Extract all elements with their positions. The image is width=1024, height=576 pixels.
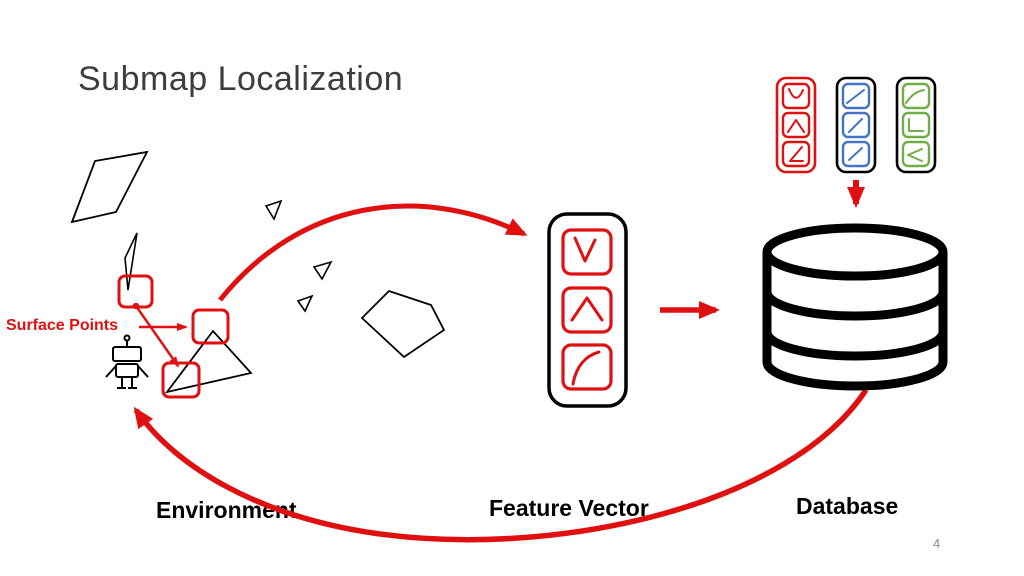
surface-point-box-1: [117, 274, 154, 309]
mini-l-icon: [908, 118, 924, 132]
database-icon: [762, 223, 948, 391]
arrow-environment-to-feature-vector: [218, 203, 528, 302]
feature-cell-3: [561, 343, 613, 391]
map-polygon-sliver: [124, 232, 138, 291]
map-polygon-small-3: [296, 294, 314, 313]
feature-cell-2: [561, 286, 613, 334]
database-band-1: [762, 291, 948, 321]
mini-less-than-icon: [907, 148, 923, 162]
submap-signature-green: [895, 76, 937, 174]
mini-arc-icon: [905, 89, 925, 104]
mini-slash-icon-1: [846, 89, 865, 104]
mini-slash-icon-3: [848, 147, 863, 161]
caret-curve-icon: [570, 296, 604, 322]
surface-point-box-3: [161, 361, 201, 399]
surface-point-boxes: [117, 274, 230, 399]
feature-cell-1: [561, 228, 613, 276]
map-polygon-large: [70, 150, 149, 224]
map-polygon-pentagon: [360, 289, 446, 359]
submap-signature-red: [775, 76, 817, 174]
database-label: Database: [796, 493, 899, 519]
surface-points-label: Surface Points: [6, 317, 119, 334]
feature-vector-icon: [547, 212, 628, 408]
mini-caret-icon: [787, 119, 805, 133]
submap-signature-blue: [835, 76, 877, 174]
feature-vector-frame: [547, 212, 628, 408]
mini-slash-icon-2: [848, 118, 863, 133]
page-title: Submap Localization: [78, 60, 404, 98]
environment-map-sketch: [70, 150, 446, 394]
environment-label: Environment: [156, 497, 297, 523]
mini-angle-icon: [789, 146, 804, 162]
map-polygon-small-1: [264, 199, 283, 221]
map-polygon-small-2: [312, 260, 333, 281]
surface-point-junction-dot: [132, 302, 140, 310]
surface-point-pointer-line-1: [135, 305, 180, 368]
database-body: [762, 251, 948, 391]
v-curve-icon: [573, 236, 597, 263]
database-top: [762, 223, 948, 281]
map-polygon-triangle: [164, 329, 253, 394]
robot-icon: [105, 334, 149, 389]
mini-v-curve-icon: [788, 88, 804, 99]
feature-vector-label: Feature Vector: [489, 495, 649, 521]
arc-curve-icon: [571, 350, 601, 386]
database-band-2: [762, 331, 948, 361]
page-number: 4: [933, 536, 941, 551]
surface-point-box-2: [191, 308, 230, 345]
